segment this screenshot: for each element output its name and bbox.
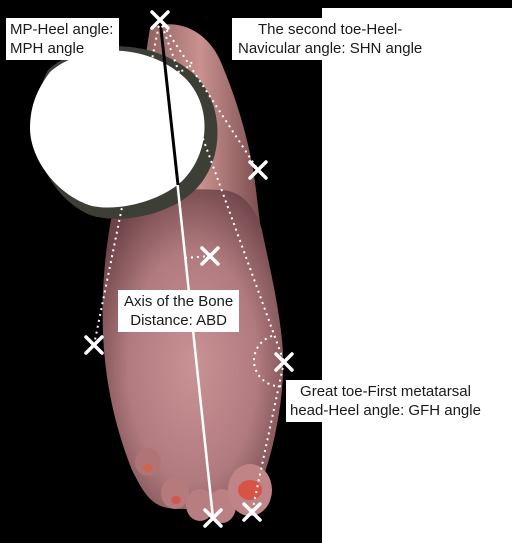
abd-label-line1: Axis of the Bone [124, 293, 234, 310]
gfh-label-line1: Great toe-First metatarsal [300, 383, 471, 400]
x-mark-icon-heel [150, 10, 170, 30]
photo-background-right [322, 0, 512, 8]
x-mark-icon-bone-point [200, 246, 220, 266]
mph-angle-label: MP-Heel angle: MPH angle [6, 18, 120, 60]
mph-line-medial [93, 19, 161, 346]
second-toenail [171, 496, 181, 504]
shn-angle-arc [169, 61, 193, 76]
mph-label-line1: MP-Heel angle: [10, 21, 114, 38]
abd-label-line2: Distance: ABD [130, 312, 227, 329]
mph-angle-arc [139, 85, 186, 96]
gfh-label-line2: head-Heel angle: GFH angle [290, 402, 481, 419]
gfh-angle-label: Great toe-First metatarsal head-Heel ang… [286, 380, 485, 422]
mph-label-line2: MPH angle [10, 40, 85, 57]
foot-shape [102, 189, 284, 513]
shn-angle-label: The second toe-Heel- Navicular angle: SH… [232, 18, 429, 60]
shn-label-line1: The second toe-Heel- [258, 21, 403, 38]
abd-label: Axis of the Bone Distance: ABD [118, 290, 240, 332]
gfh-line-toe [251, 361, 285, 513]
x-mark-icon-great-toe [242, 502, 262, 522]
x-mark-icon-second-toe [203, 508, 223, 528]
heel-mask [30, 50, 205, 208]
fourth-toe [161, 477, 189, 509]
little-toenail [143, 464, 153, 472]
x-mark-icon-navicular [248, 160, 268, 180]
great-toenail [238, 480, 262, 500]
x-mark-icon-fifth-metatarsal [84, 335, 104, 355]
shn-label-line2: Navicular angle: SHN angle [238, 40, 423, 57]
little-toe [135, 448, 161, 476]
abd-distance-line [184, 255, 211, 259]
upper-axis-line [158, 19, 180, 186]
x-mark-icon-first-metatarsal-head [274, 352, 294, 372]
gfh-line-head [159, 19, 285, 363]
